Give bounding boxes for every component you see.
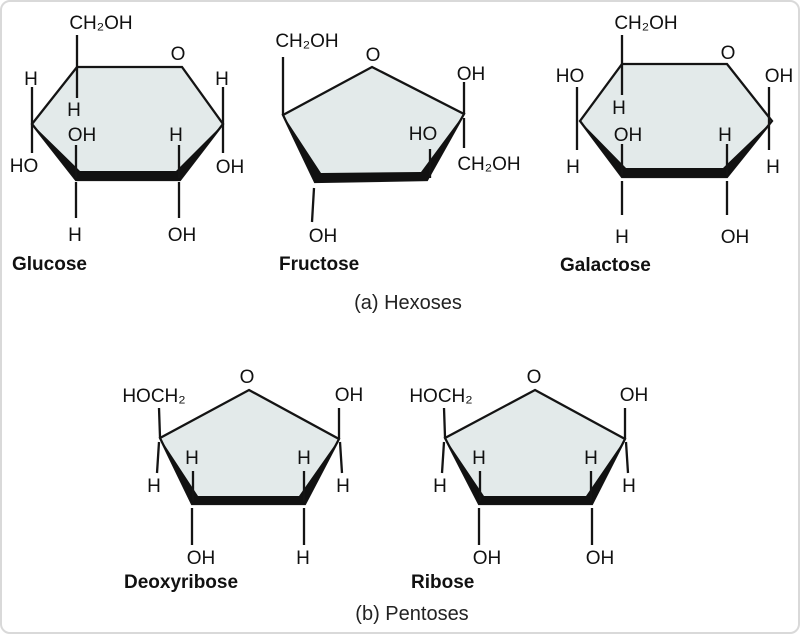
fructose-name: Fructose: [279, 254, 359, 275]
galactose-h-left-bottom: H: [566, 157, 580, 178]
molecule-ribose: O HOCH₂ OH H H H H OH OH Ribose: [409, 367, 648, 593]
molecule-fructose: CH₂OH O OH HO CH₂OH OH Fructose: [275, 31, 520, 275]
galactose-oh-inner-left: OH: [614, 125, 643, 146]
glucose-h-right-top: H: [215, 69, 229, 90]
glucose-ho-left-bottom: HO: [10, 156, 39, 177]
molecule-galactose: CH₂OH O HO H H OH H OH H H OH Galactose: [556, 13, 794, 276]
glucose-h-inner-right: H: [169, 125, 183, 146]
galactose-ring-oxygen: O: [721, 43, 736, 64]
galactose-bonds: [575, 35, 771, 215]
glucose-oh-right-bottom: OH: [216, 157, 245, 178]
glucose-h-left-top: H: [24, 69, 38, 90]
ribose-ring-oxygen: O: [527, 367, 542, 388]
deoxyribose-bonds: [155, 407, 344, 545]
ribose-h-left-outer: H: [433, 476, 447, 497]
glucose-oh-inner-left: OH: [68, 125, 97, 146]
deoxyribose-h-inner-right: H: [297, 448, 311, 469]
glucose-name: Glucose: [12, 254, 87, 275]
glucose-h-inner-top: H: [67, 100, 81, 121]
deoxyribose-oh-right-top: OH: [335, 385, 364, 406]
galactose-ch2oh-label: CH₂OH: [614, 13, 677, 34]
glucose-h-bottom-left: H: [68, 225, 82, 246]
ribose-oh-bottom-left: OH: [473, 548, 502, 569]
ribose-h-inner-left: H: [472, 448, 486, 469]
galactose-oh-bottom-right: OH: [721, 227, 750, 248]
glucose-bonds: [30, 35, 225, 218]
galactose-h-inner-right: H: [718, 125, 732, 146]
glucose-ring-oxygen: O: [171, 44, 186, 65]
fructose-ho-inner: HO: [409, 124, 438, 145]
deoxyribose-h-inner-left: H: [185, 448, 199, 469]
caption-pentoses: (b) Pentoses: [355, 603, 468, 625]
galactose-name: Galactose: [560, 255, 651, 276]
ribose-h-inner-right: H: [584, 448, 598, 469]
fructose-oh-right-top: OH: [457, 64, 486, 85]
fructose-ring-oxygen: O: [366, 45, 381, 66]
deoxyribose-h-bottom-right: H: [296, 548, 310, 569]
galactose-h-inner-top: H: [612, 98, 626, 119]
deoxyribose-ring-oxygen: O: [240, 367, 255, 388]
galactose-ho-left-top: HO: [556, 66, 585, 87]
ribose-bonds: [440, 407, 630, 545]
caption-hexoses: (a) Hexoses: [354, 292, 462, 314]
ribose-oh-bottom-right: OH: [586, 548, 615, 569]
deoxyribose-h-left-outer: H: [147, 476, 161, 497]
deoxyribose-oh-bottom-left: OH: [187, 548, 216, 569]
glucose-ch2oh-label: CH₂OH: [69, 13, 132, 34]
deoxyribose-h-right-outer: H: [336, 476, 350, 497]
ribose-hoch2-label: HOCH₂: [409, 386, 472, 407]
deoxyribose-hoch2-label: HOCH₂: [122, 386, 185, 407]
ribose-name: Ribose: [411, 572, 474, 593]
fructose-ch2oh-left-label: CH₂OH: [275, 31, 338, 52]
molecule-deoxyribose: O HOCH₂ OH H H H H OH H Deoxyribose: [122, 367, 363, 593]
deoxyribose-name: Deoxyribose: [124, 572, 238, 593]
ribose-h-right-outer: H: [622, 476, 636, 497]
galactose-h-right-bottom: H: [766, 157, 780, 178]
molecule-glucose: CH₂OH O H HO H OH H H OH H OH Glucose: [10, 13, 245, 275]
ribose-oh-right-top: OH: [620, 385, 649, 406]
glucose-ring: [30, 65, 225, 182]
fructose-bonds: [281, 57, 466, 223]
fructose-ch2oh-right-label: CH₂OH: [457, 154, 520, 175]
galactose-h-bottom-left: H: [615, 227, 629, 248]
glucose-oh-bottom-right: OH: [168, 225, 197, 246]
galactose-oh-right-top: OH: [765, 66, 794, 87]
galactose-ring: [578, 62, 774, 179]
fructose-oh-bottom-left: OH: [309, 226, 338, 247]
